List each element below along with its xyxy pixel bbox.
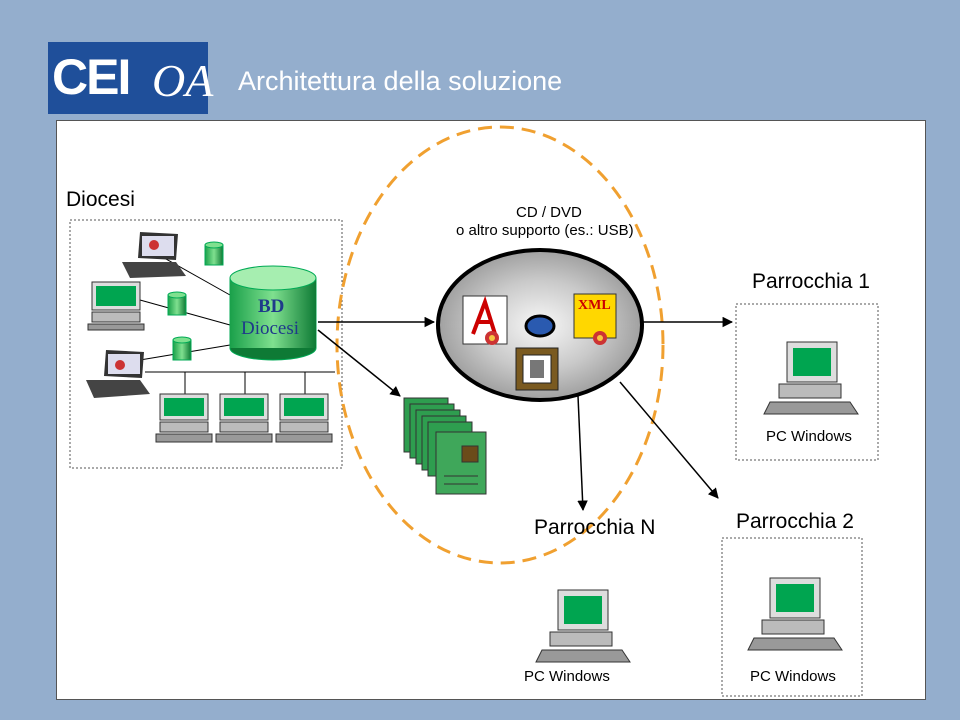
parrocchia-1-label: Parrocchia 1: [752, 270, 870, 293]
parrocchia-2-pc-icon: [747, 577, 843, 651]
diocesi-pc-bottom-1-icon: [155, 393, 213, 443]
xml-document-icon: [573, 293, 617, 345]
image-frame-icon: [515, 347, 559, 391]
parrocchia-1-pc-icon: [763, 341, 859, 415]
parrocchia-2-box: [721, 537, 863, 697]
parrocchia-n-pc-label: PC Windows: [524, 668, 610, 685]
laptop-2-icon: [86, 350, 150, 398]
slide-title: Architettura della soluzione: [238, 66, 563, 96]
diocesi-pc-left-icon: [87, 281, 145, 331]
bd-diocesi-label: Diocesi: [241, 318, 300, 339]
cd-dvd-disc-icon: [436, 248, 644, 402]
media-label-line1: CD / DVD: [516, 204, 582, 221]
parrocchia-1-box: [735, 303, 879, 461]
diocesi-network-box: [69, 219, 343, 469]
small-db-3-icon: [172, 336, 192, 361]
arrow-to-parrocchia-n: [577, 395, 588, 512]
pdf-document-icon: [462, 295, 508, 345]
media-label-line2: o altro supporto (es.: USB): [456, 222, 634, 239]
bd-diocesi-database-icon: [229, 265, 317, 361]
diocesi-label: Diocesi: [66, 188, 135, 211]
small-db-2-icon: [167, 291, 187, 316]
parrocchia-n-label: Parrocchia N: [534, 516, 656, 539]
diocesi-pc-bottom-2-icon: [215, 393, 273, 443]
arrow-db-to-documents: [317, 329, 401, 397]
parrocchia-1-pc-label: PC Windows: [766, 428, 852, 445]
arrow-to-parrocchia-2: [619, 381, 719, 499]
bd-label: BD: [258, 296, 285, 317]
parrocchia-2-label: Parrocchia 2: [736, 510, 854, 533]
diocesi-pc-bottom-3-icon: [275, 393, 333, 443]
small-db-1-icon: [204, 241, 224, 266]
laptop-1-icon: [122, 232, 186, 278]
parrocchia-2-pc-label: PC Windows: [750, 668, 836, 685]
document-stack-icon: [403, 397, 487, 495]
xml-label: XML: [578, 298, 611, 313]
parrocchia-n-pc-icon: [535, 589, 631, 663]
